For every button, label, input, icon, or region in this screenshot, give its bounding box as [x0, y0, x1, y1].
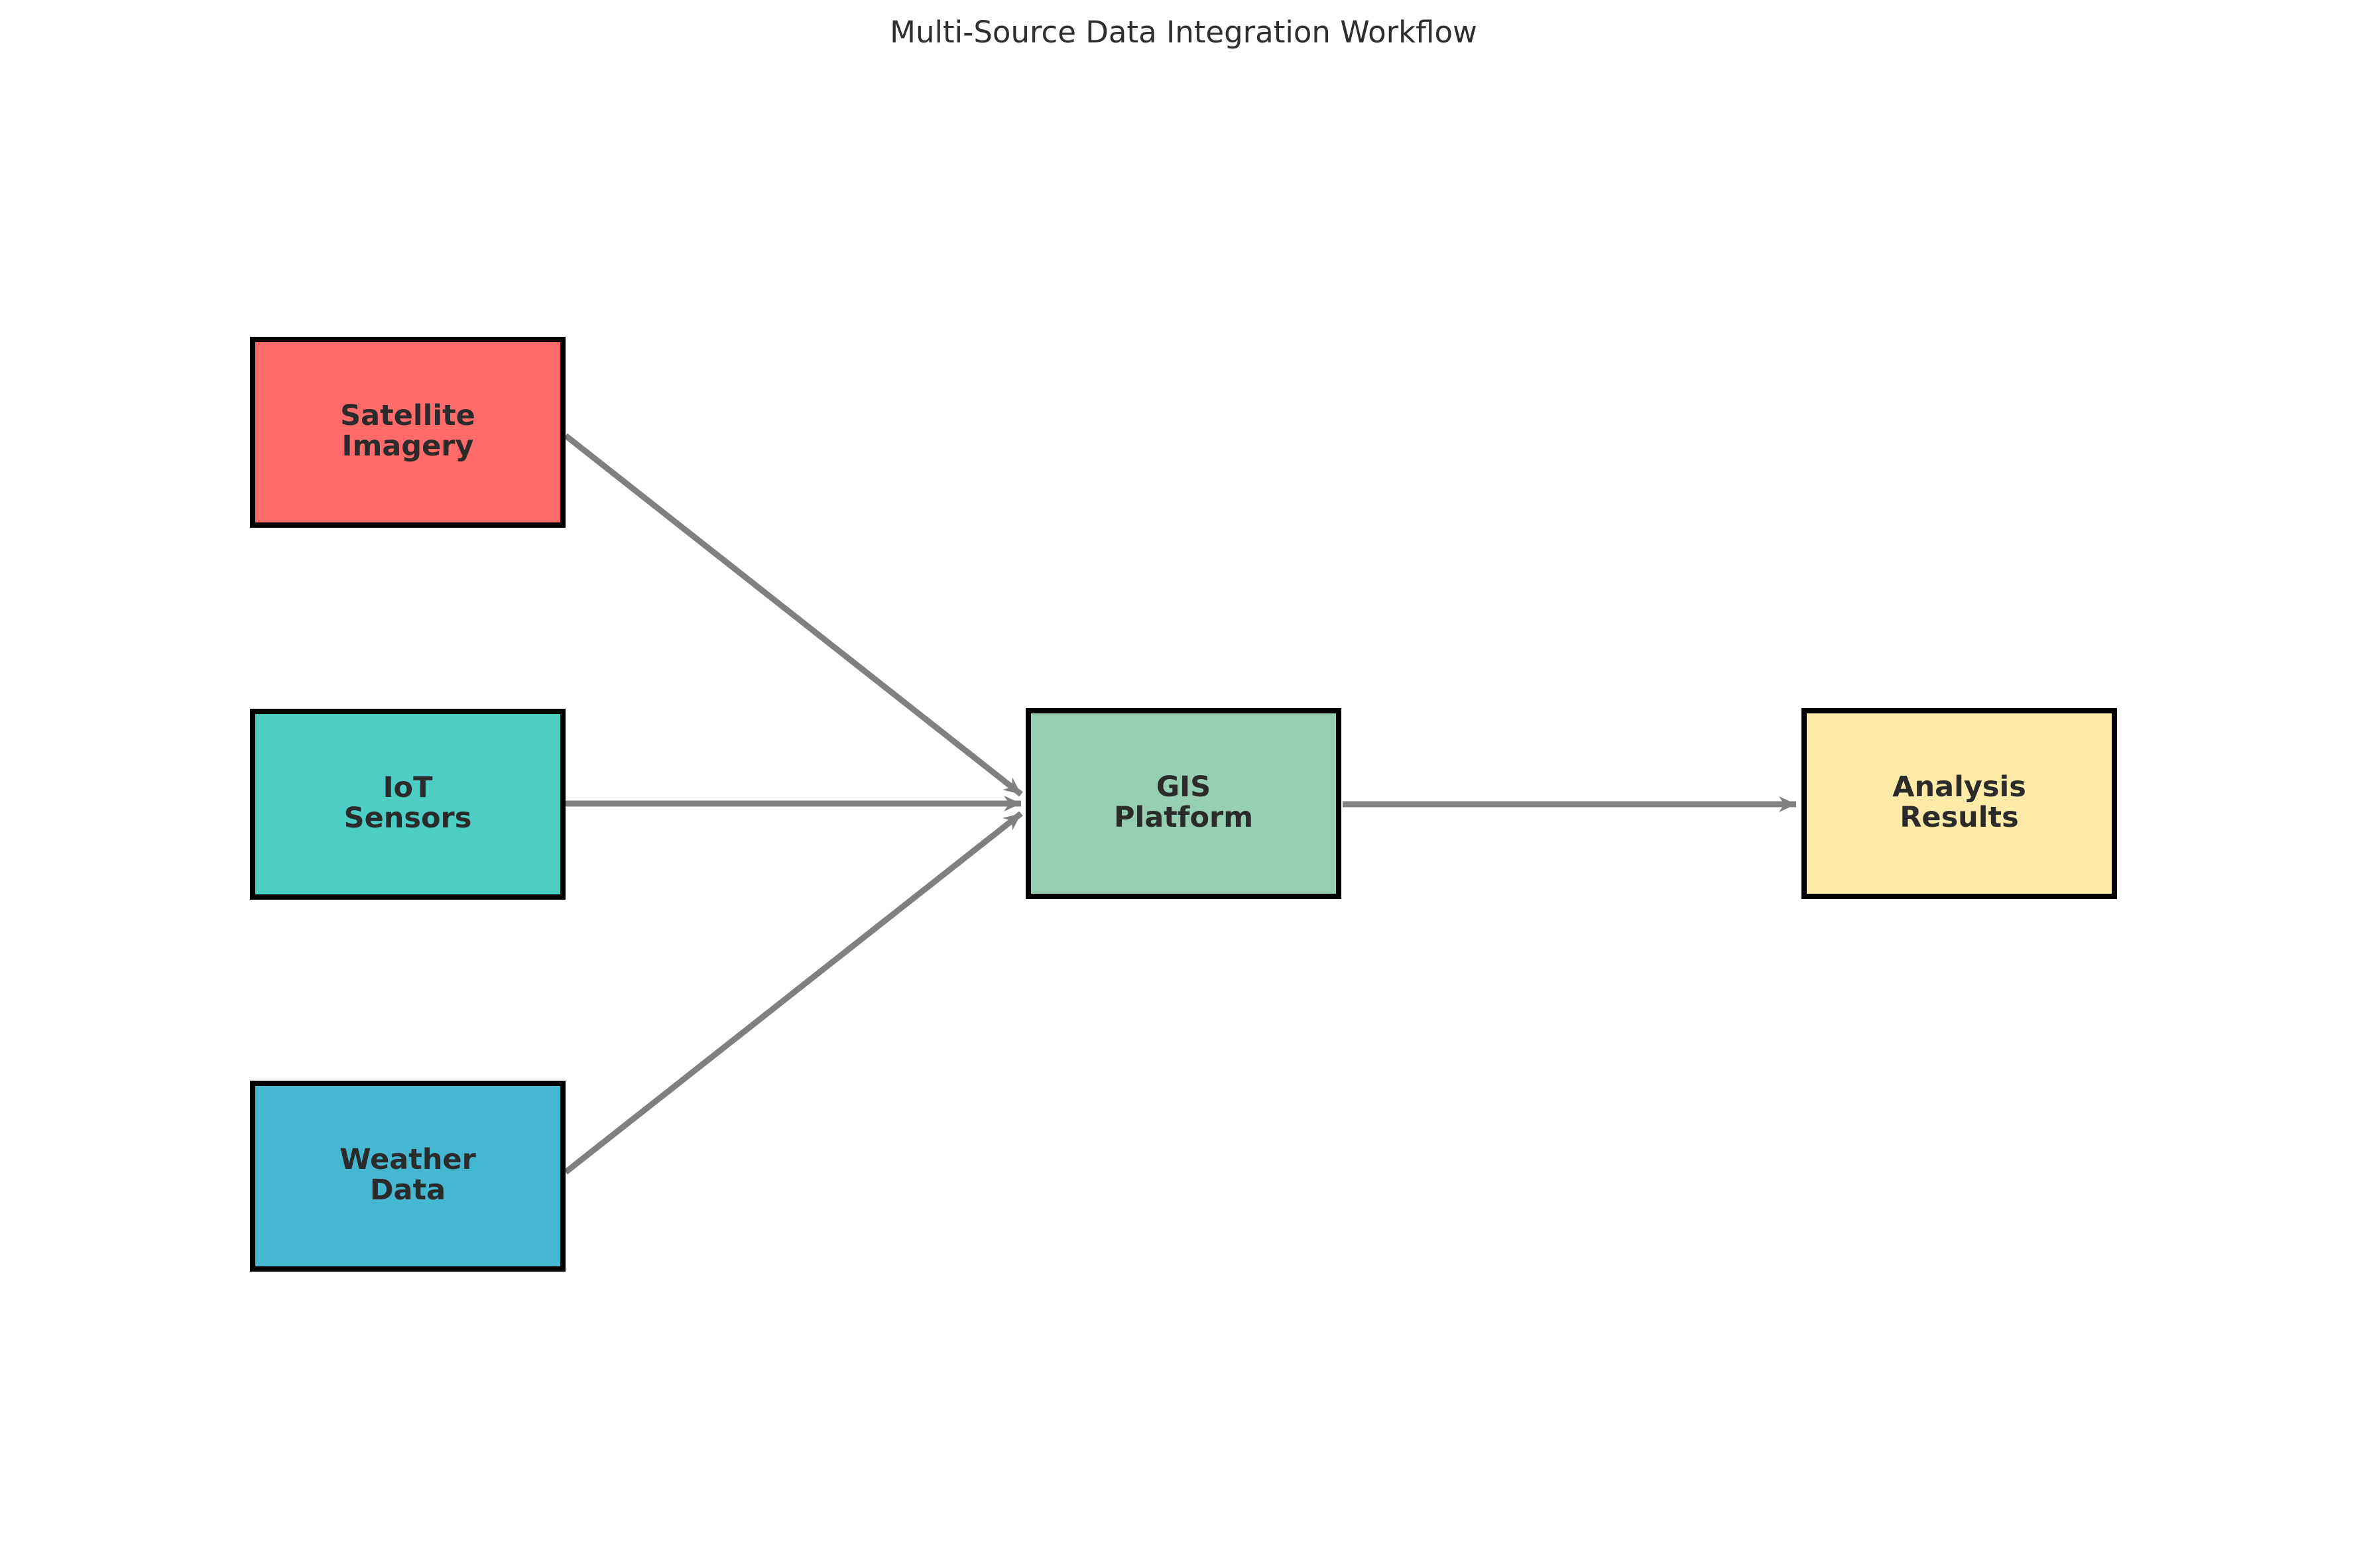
node-rect-satellite-imagery [250, 337, 566, 528]
node-gis-platform: GIS Platform [1026, 708, 1341, 899]
node-iot-sensors: IoT Sensors [250, 709, 566, 900]
edges-layer [564, 433, 1796, 1175]
node-rect-gis-platform [1026, 708, 1341, 899]
node-rect-iot-sensors [250, 709, 566, 900]
node-analysis-results: Analysis Results [1801, 708, 2117, 899]
node-weather-data: Weather Data [250, 1081, 566, 1272]
node-label-line1: Analysis [1892, 770, 2026, 804]
node-rect-analysis-results [1801, 708, 2117, 899]
node-rect-weather-data [250, 1081, 566, 1272]
node-label-line2: Platform [1114, 801, 1253, 834]
diagram-title: Multi-Source Data Integration Workflow [890, 15, 1477, 50]
node-satellite-imagery: Satellite Imagery [250, 337, 566, 528]
node-label-line1: Weather [339, 1143, 476, 1176]
node-label-line2: Imagery [341, 430, 473, 463]
node-label-line2: Data [370, 1174, 446, 1207]
edge-weather-to-gis [564, 811, 1023, 1175]
node-label-line1: IoT [383, 771, 434, 804]
node-label-line2: Sensors [344, 802, 472, 835]
edge-satellite-to-gis [564, 433, 1023, 797]
node-label-line2: Results [1900, 801, 2018, 834]
node-label-line1: Satellite [340, 399, 475, 432]
node-label-line1: GIS [1156, 770, 1211, 804]
